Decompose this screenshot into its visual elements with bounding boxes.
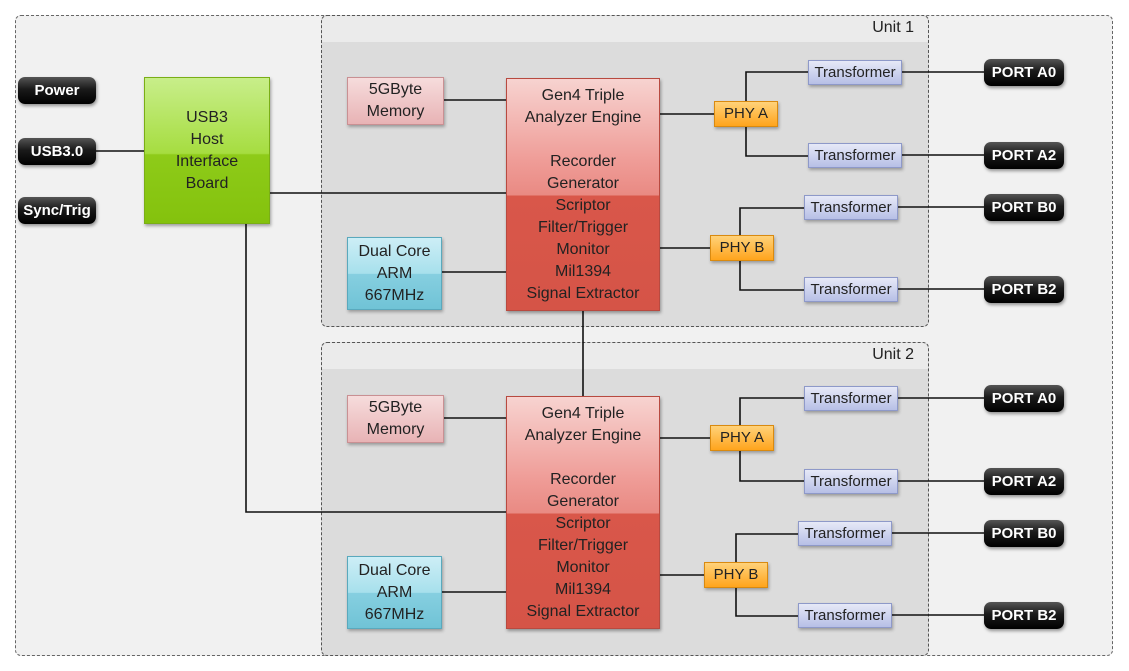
arm-line: 667MHz [364, 286, 425, 304]
usb3-port-label: USB3.0 [18, 138, 96, 165]
unit-1-port-a0: PORT A0 [984, 59, 1064, 86]
unit-2-label: Unit 2 [872, 346, 914, 363]
unit-1-analyzer-engine: Gen4 Triple Analyzer Engine Recorder Gen… [506, 78, 660, 311]
unit-2-port-b2: PORT B2 [984, 602, 1064, 629]
unit-2-memory: 5GByte Memory [347, 395, 444, 443]
unit-1-transformer-a2: Transformer [808, 143, 902, 168]
engine-line: Signal Extractor [526, 285, 640, 302]
usb-board-line: USB3 [186, 108, 228, 126]
usb3-host-interface-board: USB3 Host Interface Board [144, 77, 270, 224]
engine-line: Generator [546, 493, 620, 510]
engine-line: Analyzer Engine [524, 109, 642, 126]
engine-line: Monitor [556, 241, 610, 258]
unit-2-transformer-a0: Transformer [804, 386, 898, 411]
power-port-label: Power [18, 77, 96, 104]
engine-line: Recorder [550, 153, 616, 170]
unit-1-port-b0: PORT B0 [984, 194, 1064, 221]
memory-line: Memory [366, 421, 425, 438]
usb-board-line: Board [185, 174, 229, 192]
engine-line: Mil1394 [554, 581, 612, 598]
memory-line: Memory [366, 103, 425, 120]
engine-line: Signal Extractor [526, 603, 640, 620]
engine-line: Filter/Trigger [537, 537, 629, 554]
unit-2-phy-b: PHY B [704, 562, 768, 588]
unit-2-phy-a: PHY A [710, 425, 774, 451]
unit-1-transformer-b0: Transformer [804, 195, 898, 220]
engine-line: Generator [546, 175, 620, 192]
engine-line: Analyzer Engine [524, 427, 642, 444]
engine-line [507, 129, 659, 151]
unit-1-memory: 5GByte Memory [347, 77, 444, 125]
memory-line: 5GByte [368, 81, 423, 98]
unit-2-port-a0: PORT A0 [984, 385, 1064, 412]
unit-2-analyzer-engine: Gen4 Triple Analyzer Engine Recorder Gen… [506, 396, 660, 629]
arm-line: Dual Core [358, 561, 431, 579]
engine-line: Recorder [550, 471, 616, 488]
engine-line: Mil1394 [554, 263, 612, 280]
engine-line: Scriptor [555, 197, 611, 214]
engine-line: Gen4 Triple [541, 405, 625, 422]
unit-2-transformer-a2: Transformer [804, 469, 898, 494]
engine-line: Gen4 Triple [541, 87, 625, 104]
arm-line: ARM [376, 264, 413, 282]
engine-line [507, 447, 659, 469]
unit-1-label: Unit 1 [872, 19, 914, 36]
unit-1-arm-processor: Dual Core ARM 667MHz [347, 237, 442, 310]
arm-line: ARM [376, 583, 413, 601]
memory-line: 5GByte [368, 399, 423, 416]
unit-1-port-b2: PORT B2 [984, 276, 1064, 303]
unit-1-port-a2: PORT A2 [984, 142, 1064, 169]
arm-line: Dual Core [358, 242, 431, 260]
unit-1-transformer-b2: Transformer [804, 277, 898, 302]
engine-line: Filter/Trigger [537, 219, 629, 236]
unit-2-transformer-b2: Transformer [798, 603, 892, 628]
unit-1-transformer-a0: Transformer [808, 60, 902, 85]
unit-2-port-a2: PORT A2 [984, 468, 1064, 495]
unit-1-phy-a: PHY A [714, 101, 778, 127]
unit-2-transformer-b0: Transformer [798, 521, 892, 546]
unit-1-phy-b: PHY B [710, 235, 774, 261]
engine-line: Scriptor [555, 515, 611, 532]
engine-line: Monitor [556, 559, 610, 576]
arm-line: 667MHz [364, 605, 425, 623]
unit-2-arm-processor: Dual Core ARM 667MHz [347, 556, 442, 629]
usb-board-line: Host [190, 130, 224, 148]
unit-2-port-b0: PORT B0 [984, 520, 1064, 547]
sync-trig-port-label: Sync/Trig [18, 197, 96, 224]
usb-board-line: Interface [175, 152, 239, 170]
